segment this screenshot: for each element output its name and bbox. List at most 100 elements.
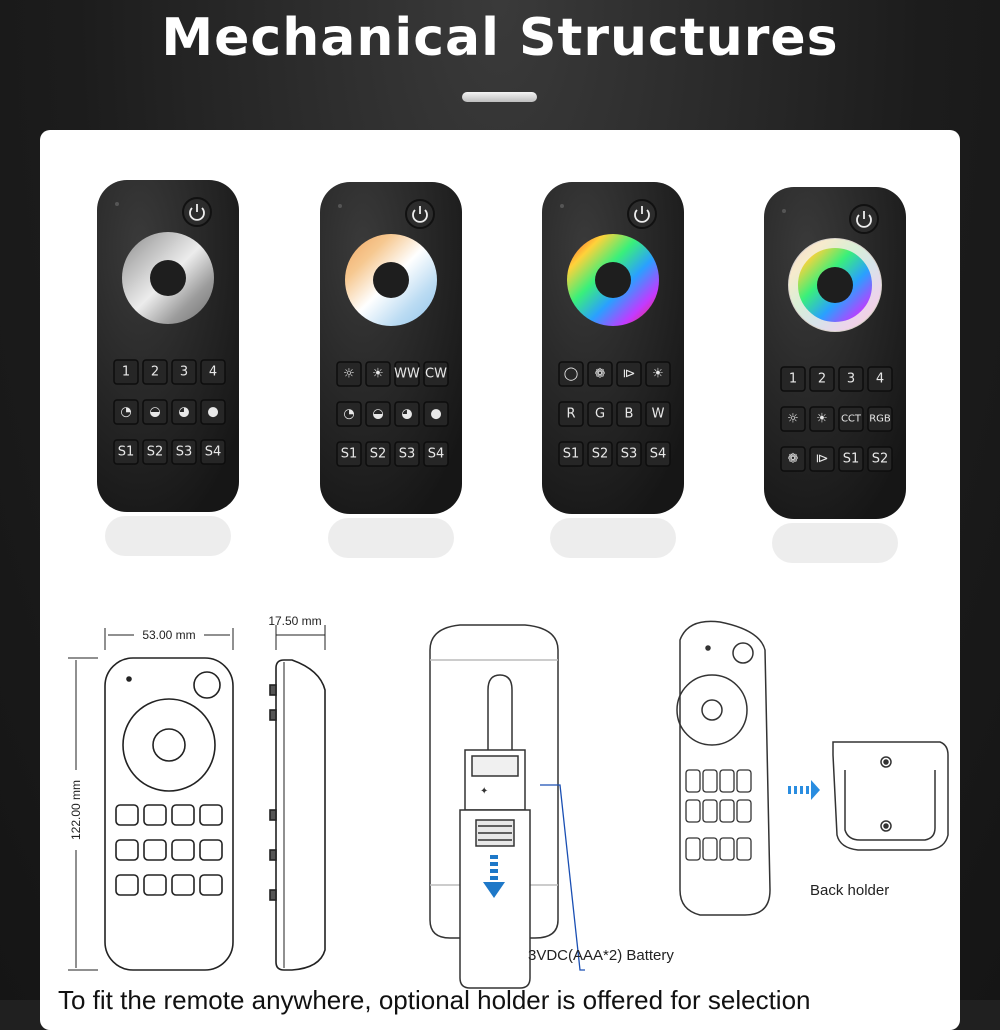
key-cap[interactable]: [867, 406, 893, 432]
remote-key[interactable]: ❁: [587, 361, 613, 387]
remote-key[interactable]: S1: [336, 441, 362, 467]
key-cap[interactable]: [113, 399, 139, 425]
remote-key[interactable]: 2: [142, 359, 168, 385]
key-cap[interactable]: [336, 441, 362, 467]
key-cap[interactable]: [336, 401, 362, 427]
remote-key[interactable]: S1: [113, 439, 139, 465]
remote-key[interactable]: ⧐: [616, 361, 642, 387]
remote-key[interactable]: ◕: [171, 399, 197, 425]
key-cap[interactable]: [423, 401, 449, 427]
key-cap[interactable]: [394, 441, 420, 467]
key-cap[interactable]: [616, 361, 642, 387]
remote-key[interactable]: 3: [838, 366, 864, 392]
remote-key[interactable]: ☀: [645, 361, 671, 387]
key-cap[interactable]: [200, 439, 226, 465]
remote-key[interactable]: B: [616, 401, 642, 427]
remote-key[interactable]: S2: [587, 441, 613, 467]
key-cap[interactable]: [809, 366, 835, 392]
key-cap[interactable]: [838, 406, 864, 432]
remote-key[interactable]: R: [558, 401, 584, 427]
key-cap[interactable]: [558, 441, 584, 467]
key-cap[interactable]: [394, 401, 420, 427]
key-cap[interactable]: [616, 401, 642, 427]
key-cap[interactable]: [423, 361, 449, 387]
remote-key[interactable]: ◒: [365, 401, 391, 427]
remote-key[interactable]: 4: [200, 359, 226, 385]
led-dot: [126, 676, 132, 682]
key-cap[interactable]: [587, 441, 613, 467]
key-cap[interactable]: [645, 361, 671, 387]
remote-key[interactable]: ◔: [336, 401, 362, 427]
remote-key[interactable]: 1: [780, 366, 806, 392]
remote-key[interactable]: CW: [423, 361, 449, 387]
key-cap[interactable]: [645, 441, 671, 467]
remote-key[interactable]: ◒: [142, 399, 168, 425]
remote-key[interactable]: S2: [365, 441, 391, 467]
remote-key[interactable]: RGB: [867, 406, 893, 432]
remote-key[interactable]: CCT: [838, 406, 864, 432]
remote-key[interactable]: 2: [809, 366, 835, 392]
remote-key[interactable]: ☀: [809, 406, 835, 432]
key-cap[interactable]: [780, 406, 806, 432]
key-cap[interactable]: [809, 406, 835, 432]
key-cap[interactable]: [645, 401, 671, 427]
key-cap[interactable]: [200, 359, 226, 385]
remote-key[interactable]: S1: [558, 441, 584, 467]
remote-key[interactable]: S4: [645, 441, 671, 467]
remote-key[interactable]: ❁: [780, 446, 806, 472]
remote-key[interactable]: ●: [423, 401, 449, 427]
key-cap[interactable]: [587, 401, 613, 427]
remote-key[interactable]: G: [587, 401, 613, 427]
remote-key[interactable]: ◯: [558, 361, 584, 387]
remote-key[interactable]: S3: [394, 441, 420, 467]
key-cap[interactable]: [587, 361, 613, 387]
remote-key[interactable]: ☀: [365, 361, 391, 387]
key-cap[interactable]: [780, 366, 806, 392]
key-cap[interactable]: [171, 399, 197, 425]
key-cap[interactable]: [336, 361, 362, 387]
remote-key[interactable]: S4: [423, 441, 449, 467]
remote-key[interactable]: S3: [171, 439, 197, 465]
remote-key[interactable]: S3: [616, 441, 642, 467]
remote-key[interactable]: S4: [200, 439, 226, 465]
key-cap[interactable]: [809, 446, 835, 472]
key-cap[interactable]: [423, 441, 449, 467]
remote-key[interactable]: ☼: [780, 406, 806, 432]
key-cap[interactable]: [142, 359, 168, 385]
key-cap[interactable]: [365, 361, 391, 387]
remote-key[interactable]: ⧐: [809, 446, 835, 472]
key-cap[interactable]: [838, 366, 864, 392]
remote-key[interactable]: S2: [142, 439, 168, 465]
remote-key[interactable]: ◕: [394, 401, 420, 427]
key-cap[interactable]: [113, 359, 139, 385]
remote-key[interactable]: WW: [394, 361, 420, 387]
remote-key[interactable]: 4: [867, 366, 893, 392]
key-cap[interactable]: [558, 401, 584, 427]
key-cap[interactable]: [558, 361, 584, 387]
key-cap[interactable]: [838, 446, 864, 472]
key-cap[interactable]: [142, 439, 168, 465]
key-cap[interactable]: [365, 441, 391, 467]
key-cap[interactable]: [113, 439, 139, 465]
key-cap[interactable]: [780, 446, 806, 472]
remote-key[interactable]: S2: [867, 446, 893, 472]
key-cap[interactable]: [394, 361, 420, 387]
battery-strap-outline: [487, 674, 513, 750]
key-cap[interactable]: [171, 439, 197, 465]
key-cap[interactable]: [200, 399, 226, 425]
remote-key[interactable]: S1: [838, 446, 864, 472]
key-cap[interactable]: [171, 359, 197, 385]
remote-key[interactable]: 1: [113, 359, 139, 385]
key-cap[interactable]: [867, 446, 893, 472]
key-cap[interactable]: [365, 401, 391, 427]
remote-key[interactable]: ☼: [336, 361, 362, 387]
remote-key[interactable]: W: [645, 401, 671, 427]
remote-key[interactable]: ●: [200, 399, 226, 425]
key-cap[interactable]: [867, 366, 893, 392]
key-label: ❁: [788, 452, 799, 467]
remote-key[interactable]: 3: [171, 359, 197, 385]
key-cap[interactable]: [616, 441, 642, 467]
key-cap[interactable]: [142, 399, 168, 425]
remote-key[interactable]: ◔: [113, 399, 139, 425]
